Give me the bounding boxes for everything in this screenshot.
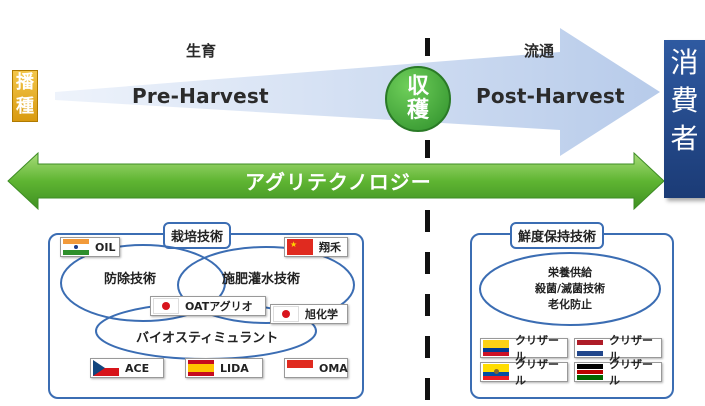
freshness-item: 老化防止: [548, 298, 592, 311]
japan-flag-icon: [153, 298, 179, 314]
divider-seg: [425, 210, 430, 232]
divider-seg: [425, 336, 430, 358]
colombia-flag-icon: [483, 340, 509, 356]
freshness-ellipse: [479, 252, 661, 326]
company-label: クリザール: [515, 358, 559, 387]
company-chip-lida: LIDA: [185, 358, 263, 378]
blue-growth-arrow: [55, 28, 660, 156]
kenya-flag-icon: [577, 364, 603, 380]
agritech-label: アグリテクノロジー: [245, 170, 432, 194]
biostimulant-label: バイオスティミュラント: [136, 331, 279, 346]
netherlands-flag-icon: [577, 340, 603, 356]
distribution-label: 流通: [524, 42, 555, 60]
ecuador-flag-icon: [483, 364, 509, 380]
fertigation-ellipse: [177, 246, 355, 324]
consumer-box: 消 費 者: [664, 40, 705, 198]
divider-seg: [425, 294, 430, 316]
company-chip-chrysal: クリザール: [574, 358, 662, 387]
cultivation-title: 栽培技術: [163, 222, 232, 249]
china-flag-icon: ★: [287, 239, 313, 255]
harvest-circle: 収 穫: [385, 66, 451, 132]
pre-harvest-label: Pre-Harvest: [132, 84, 269, 108]
divider-seg: [425, 378, 430, 400]
divider-seg: [425, 140, 430, 158]
czech-flag-icon: [93, 360, 119, 376]
company-chip-chrysal: クリザール: [480, 358, 568, 387]
divider-seg: [425, 252, 430, 274]
japan-flag-icon: [273, 306, 299, 322]
company-label: クリザール: [609, 358, 653, 387]
company-label: 翔禾: [319, 241, 341, 254]
company-chip-asahi: 旭化学: [270, 304, 348, 324]
company-label: クリザール: [609, 334, 653, 363]
company-chip-oat: OATアグリオ: [150, 296, 266, 316]
freshness-item: 栄養供給: [548, 266, 592, 279]
company-label: 旭化学: [305, 308, 338, 321]
company-label: LIDA: [220, 361, 249, 375]
company-chip-chrysal: クリザール: [480, 334, 568, 363]
company-label: OMA: [319, 361, 348, 375]
spain-flag-icon: [188, 360, 214, 376]
company-chip-oma: OMA: [284, 358, 348, 378]
company-chip-oil: OIL: [60, 237, 120, 257]
harvest-label: 収 穫: [406, 74, 429, 123]
post-harvest-label: Post-Harvest: [476, 84, 625, 108]
fertigation-label: 施肥灌水技術: [222, 272, 301, 287]
india-flag-icon: [63, 239, 89, 255]
company-label: OIL: [95, 240, 116, 254]
indonesia-flag-icon: [287, 360, 313, 376]
company-label: OATアグリオ: [185, 300, 253, 313]
divider-seg: [425, 38, 430, 56]
freshness-title: 鮮度保持技術: [510, 222, 605, 249]
pest-control-ellipse: [60, 244, 226, 322]
growing-label: 生育: [186, 42, 217, 60]
company-chip-ace: ACE: [90, 358, 164, 378]
company-chip-shonori: ★ 翔禾: [284, 237, 348, 257]
company-label: クリザール: [515, 334, 559, 363]
pest-control-label: 防除技術: [104, 272, 157, 287]
company-label: ACE: [125, 361, 150, 375]
sowing-box: 播 種: [12, 70, 38, 122]
company-chip-chrysal: クリザール: [574, 334, 662, 363]
freshness-item: 殺菌/滅菌技術: [534, 282, 606, 295]
